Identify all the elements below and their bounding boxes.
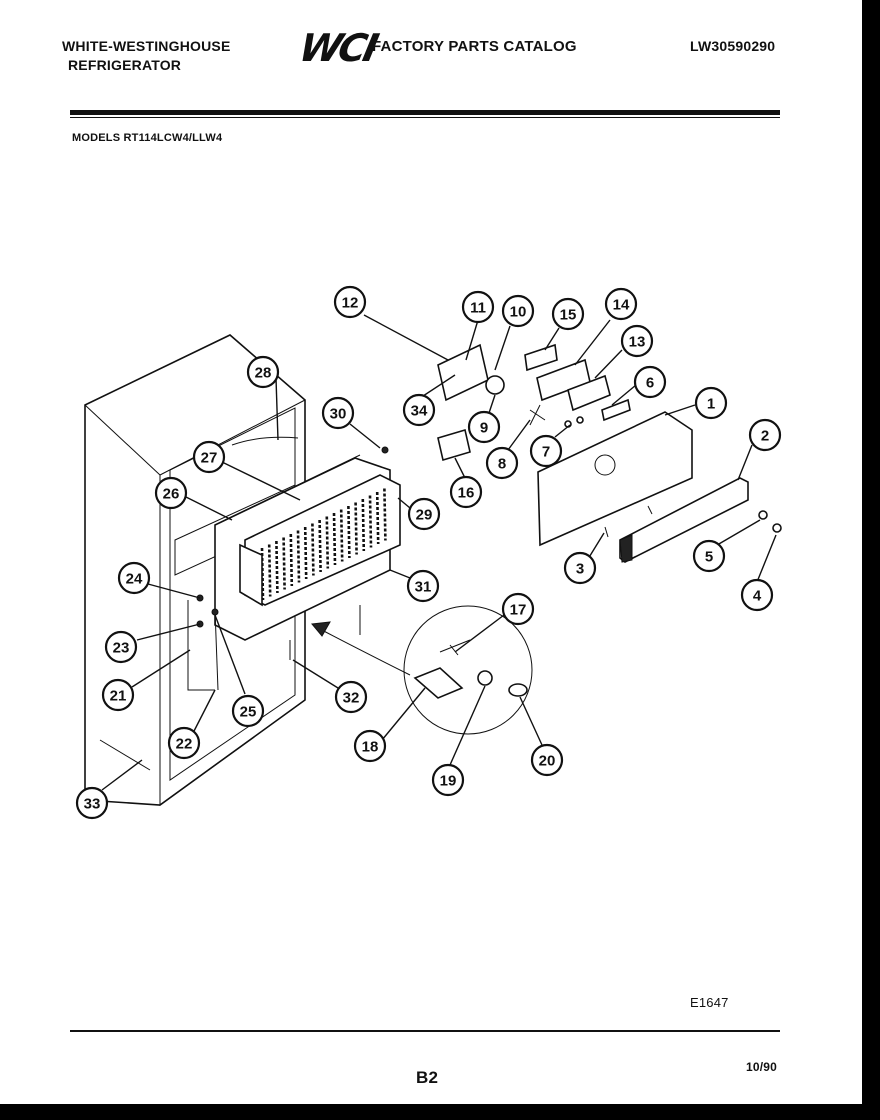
callout-6: 6 — [633, 365, 667, 399]
control-parts — [437, 343, 631, 462]
callout-label: 22 — [176, 736, 193, 753]
callout-33: 33 — [75, 786, 109, 820]
callout-label: 14 — [613, 297, 630, 314]
callout-label: 8 — [498, 456, 506, 473]
callout-16: 16 — [449, 475, 483, 509]
callout-label: 29 — [416, 507, 433, 524]
cabinet-outline — [84, 334, 306, 806]
revision-date: 10/90 — [746, 1060, 778, 1074]
callout-label: 23 — [113, 640, 130, 657]
leader-lines — [101, 314, 777, 791]
callout-30: 30 — [321, 396, 355, 430]
callout-label: 20 — [539, 753, 556, 770]
tubing — [187, 436, 361, 691]
control-panel — [537, 411, 693, 547]
callout-31: 31 — [406, 569, 440, 603]
callout-label: 9 — [480, 420, 488, 437]
detail-inset — [403, 605, 533, 735]
callout-label: 10 — [510, 304, 527, 321]
callout-label: 34 — [411, 403, 428, 420]
callout-label: 32 — [343, 690, 360, 707]
callout-2: 2 — [748, 418, 782, 452]
header-rule — [70, 110, 780, 115]
callout-19: 19 — [431, 763, 465, 797]
callout-14: 14 — [604, 287, 638, 321]
brand-name: WHITE-WESTINGHOUSE — [62, 38, 231, 54]
callout-label: 33 — [84, 796, 101, 813]
callout-label: 15 — [560, 307, 577, 324]
callout-label: 18 — [362, 739, 379, 756]
callout-17: 17 — [501, 592, 535, 626]
callout-label: 26 — [163, 486, 180, 503]
callout-26: 26 — [154, 476, 188, 510]
callout-4: 4 — [740, 578, 774, 612]
callouts: 1234567891011121314151617181920212223242… — [75, 285, 782, 820]
callout-label: 28 — [255, 365, 272, 382]
callout-9: 9 — [467, 410, 501, 444]
callout-label: 17 — [510, 602, 527, 619]
callout-label: 31 — [415, 579, 432, 596]
callout-28: 28 — [246, 355, 280, 389]
callout-13: 13 — [620, 324, 654, 358]
callout-5: 5 — [692, 539, 726, 573]
callout-20: 20 — [530, 743, 564, 777]
callout-12: 12 — [333, 285, 367, 319]
arrow — [311, 621, 411, 676]
exploded-parts-diagram: 1234567891011121314151617181920212223242… — [75, 285, 782, 820]
callout-label: 21 — [110, 688, 127, 705]
callout-label: 3 — [576, 561, 584, 578]
catalog-page: WHITE-WESTINGHOUSE REFRIGERATOR WCI FACT… — [0, 0, 862, 1104]
callout-22: 22 — [167, 726, 201, 760]
callout-21: 21 — [101, 678, 135, 712]
callout-10: 10 — [501, 294, 535, 328]
callout-25: 25 — [231, 694, 265, 728]
callout-label: 4 — [753, 588, 762, 605]
callout-8: 8 — [485, 446, 519, 480]
callout-label: 7 — [542, 444, 550, 461]
callout-3: 3 — [563, 551, 597, 585]
callout-label: 16 — [458, 485, 475, 502]
callout-label: 24 — [126, 571, 143, 588]
page-number: B2 — [416, 1068, 439, 1087]
callout-label: 25 — [240, 704, 257, 721]
figure-code: E1647 — [690, 995, 729, 1010]
footer-rule — [70, 1030, 780, 1032]
callout-label: 12 — [342, 295, 359, 312]
callout-label: 19 — [440, 773, 457, 790]
callout-24: 24 — [117, 561, 151, 595]
callout-label: 27 — [201, 450, 218, 467]
product-type: REFRIGERATOR — [68, 57, 182, 73]
document-number: LW30590290 — [690, 38, 776, 54]
callout-label: 6 — [646, 375, 654, 392]
callout-label: 11 — [470, 300, 486, 317]
callout-11: 11 — [461, 290, 495, 324]
model-numbers: MODELS RT114LCW4/LLW4 — [72, 132, 223, 144]
callout-18: 18 — [353, 729, 387, 763]
callout-label: 2 — [761, 428, 769, 445]
callout-label: 5 — [705, 549, 713, 566]
callout-7: 7 — [529, 434, 563, 468]
callout-label: 30 — [330, 406, 347, 423]
callout-29: 29 — [407, 497, 441, 531]
light-shield — [619, 477, 782, 563]
callout-1: 1 — [694, 386, 728, 420]
header-rule-thin — [70, 117, 780, 118]
callout-label: 1 — [707, 396, 715, 413]
callout-34: 34 — [402, 393, 436, 427]
catalog-title: FACTORY PARTS CATALOG — [372, 38, 577, 55]
callout-32: 32 — [334, 680, 368, 714]
callout-27: 27 — [192, 440, 226, 474]
callout-15: 15 — [551, 297, 585, 331]
callout-label: 13 — [629, 334, 646, 351]
evaporator-coil — [239, 474, 401, 607]
callout-23: 23 — [104, 630, 138, 664]
